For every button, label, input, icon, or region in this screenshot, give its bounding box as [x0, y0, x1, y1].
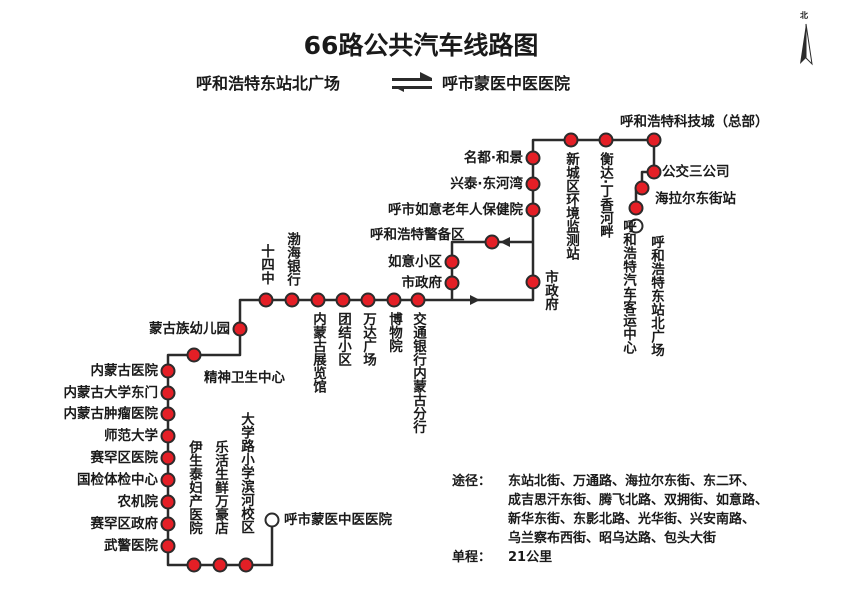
stop-nmg-yiyuan: [160, 363, 176, 379]
direction-symbol-icon: [392, 72, 432, 92]
stop-label-shizhengfu-l: 市政府: [401, 275, 443, 291]
stop-gongjiao-2: [646, 164, 662, 180]
stop-label-xingtai: 兴泰·东河湾: [450, 176, 523, 192]
stop-label-shifan: 师范大学: [104, 428, 158, 444]
stop-label-terminal-west: 呼市蒙医中医医院: [284, 512, 392, 528]
via-label: 途径：: [452, 474, 492, 489]
via-line-3: 新华东街、东影北路、光华街、兴安南路、: [508, 512, 756, 527]
stop-terminal-east: [628, 218, 644, 234]
stop-saihan-yiyuan: [160, 450, 176, 466]
stop-jiaotong: [410, 292, 426, 308]
stop-yisheng: [186, 557, 202, 573]
stop-label-lehuo: 乐活生鲜万豪店: [212, 440, 228, 535]
stop-jingshen: [186, 347, 202, 363]
stop-keji: [646, 132, 662, 148]
direction-to: 呼市蒙医中医医院: [442, 74, 571, 93]
stop-label-bohai: 渤海银行: [284, 232, 300, 286]
stop-wujing: [160, 538, 176, 554]
stop-shisi: [258, 292, 274, 308]
north-arrow-icon: [800, 23, 813, 66]
stop-nmg-daxue: [160, 385, 176, 401]
stop-label-terminal-east: 呼和浩特东站北广场: [648, 235, 664, 357]
stop-label-wujing: 武警医院: [104, 538, 158, 554]
stop-guojian: [160, 472, 176, 488]
stop-label-ruyi-xiaoqu: 如意小区: [388, 254, 442, 270]
stop-label-guojian: 国检体检中心: [77, 472, 158, 488]
arrow-icon: [500, 237, 510, 247]
stop-label-daxuelu: 大学路小学滨河校区: [238, 412, 254, 534]
stop-label-youer: 蒙古族幼儿园: [149, 321, 230, 337]
stop-label-zhanlan: 内蒙古展览馆: [310, 312, 326, 393]
stop-label-jingbei: 呼和浩特警备区: [370, 227, 465, 243]
stop-label-ruyi-yanglao: 呼市如意老年人保健院: [388, 202, 523, 218]
stop-bohai: [284, 292, 300, 308]
arrow-icon: [470, 295, 480, 305]
stop-label-jingshen: 精神卫生中心: [204, 370, 285, 386]
stop-terminal-west: [264, 512, 280, 528]
stop-label-keyun: 呼和浩特汽车客运中心: [620, 219, 636, 354]
stop-label-hengda: 衡达·丁香河畔: [597, 152, 613, 239]
via-line-1: 东站北街、万通路、海拉尔东街、东二环、: [508, 474, 756, 489]
stop-label-huanjing: 新城区环境监测站: [563, 152, 579, 260]
stop-zhongliu: [160, 406, 176, 422]
direction-arrows: [470, 237, 510, 305]
stop-lehuo: [212, 557, 228, 573]
stop-label-jiaotong: 交通银行内蒙古分行: [410, 312, 426, 434]
stop-shizhengfu-r: [525, 274, 541, 290]
via-line-4: 乌兰察布西街、昭乌达路、包头大街: [508, 531, 717, 546]
stop-shifan: [160, 428, 176, 444]
stop-daxuelu: [238, 557, 254, 573]
stop-wanda: [360, 292, 376, 308]
stop-label-nmg-daxue: 内蒙古大学东门: [63, 385, 159, 401]
stop-label-keji: 呼和浩特科技城（总部）: [620, 114, 769, 130]
stop-label-shisi: 十四中: [258, 244, 274, 285]
direction-from: 呼和浩特东站北广场: [196, 74, 341, 93]
stop-saihan-zhengfu: [160, 516, 176, 532]
stop-label-wanda: 万达广场: [360, 312, 376, 366]
stop-label-bowuguan: 博物院: [386, 312, 402, 353]
stop-zhanlan: [310, 292, 326, 308]
via-line-2: 成吉思汗东街、腾飞北路、双拥街、如意路、: [508, 493, 769, 508]
stop-ruyi-xiaoqu: [444, 254, 460, 270]
stop-label-saihan-zhengfu: 赛罕区政府: [90, 516, 159, 532]
stop-label-nongji: 农机院: [117, 494, 159, 510]
stop-hengda: [598, 132, 614, 148]
route-loop-line: [450, 240, 533, 300]
stop-xingtai: [525, 176, 541, 192]
stop-label-gongjiao: 公交三公司: [662, 164, 730, 180]
stop-youer: [232, 321, 248, 337]
stop-label-mingdu: 名都·和景: [463, 150, 523, 166]
stop-label-nmg-yiyuan: 内蒙古医院: [90, 363, 159, 379]
stop-bowuguan: [386, 292, 402, 308]
stop-ruyi-yanglao: [525, 202, 541, 218]
stop-label-saihan-yiyuan: 赛罕区医院: [90, 450, 159, 466]
stop-tuanjie: [335, 292, 351, 308]
stop-label-zhongliu: 内蒙古肿瘤医院: [63, 406, 159, 422]
stop-gongjiao: [634, 180, 650, 196]
stop-huanjing: [563, 132, 579, 148]
compass-label: 北: [800, 11, 808, 20]
distance-value: 21公里: [508, 550, 553, 565]
stop-nongji: [160, 494, 176, 510]
stop-hailaer: [628, 200, 644, 216]
stop-label-yisheng: 伊生泰妇产医院: [186, 440, 202, 535]
stop-label-hailaer: 海拉尔东街站: [655, 191, 736, 207]
page-title: 66路公共汽车线路图: [303, 31, 539, 60]
stop-shizhengfu-l: [444, 275, 460, 291]
distance-label: 单程：: [452, 550, 492, 565]
stop-label-shizhengfu-r: 市政府: [542, 270, 558, 311]
stop-mingdu: [525, 150, 541, 166]
stop-label-tuanjie: 团结小区: [335, 312, 351, 366]
stop-jingbei: [484, 234, 500, 250]
